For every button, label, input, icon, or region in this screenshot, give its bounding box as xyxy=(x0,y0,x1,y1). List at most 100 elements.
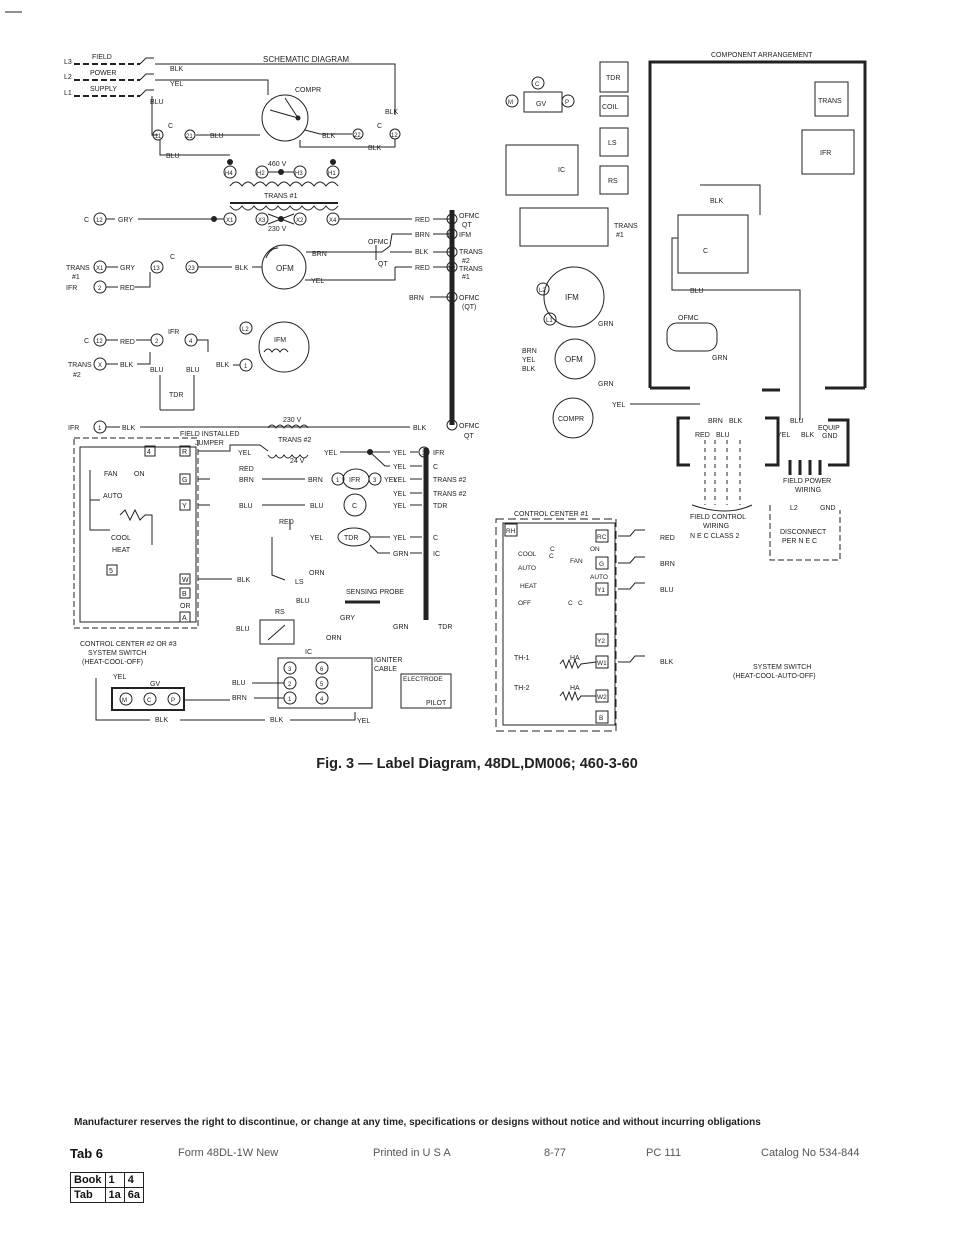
compressor-symbol: COMPR BLK C 11 21 BLU BLK 22 12 C BLK BL… xyxy=(152,87,401,160)
svg-text:YEL: YEL xyxy=(238,450,251,457)
svg-text:ORN: ORN xyxy=(326,635,342,642)
svg-text:RED: RED xyxy=(695,432,710,439)
svg-text:TRANS: TRANS xyxy=(66,265,90,272)
svg-text:L3: L3 xyxy=(64,59,72,66)
svg-text:1: 1 xyxy=(336,478,340,484)
svg-text:H2: H2 xyxy=(257,171,265,177)
svg-text:RC: RC xyxy=(597,534,607,541)
svg-text:(HEAT-COOL-OFF): (HEAT-COOL-OFF) xyxy=(82,659,143,666)
svg-text:TRANS #2: TRANS #2 xyxy=(278,437,312,444)
transformer-1: 460 V H4 H2 H3 H1 TRANS #1 X1 X3 X2 X4 2… xyxy=(223,159,340,233)
control-center-2: FIELD INSTALLED JUMPER 4 R G Y W B OR A … xyxy=(73,431,269,666)
svg-text:OFMC: OFMC xyxy=(459,295,480,302)
svg-text:L2: L2 xyxy=(64,74,72,81)
svg-text:SUPPLY: SUPPLY xyxy=(90,86,117,93)
svg-text:C: C xyxy=(433,535,438,542)
svg-text:Y2: Y2 xyxy=(597,638,605,645)
svg-text:TDR: TDR xyxy=(606,75,620,82)
svg-text:TRANS #2: TRANS #2 xyxy=(433,477,467,484)
svg-text:COMPR: COMPR xyxy=(558,416,584,423)
svg-text:A: A xyxy=(182,615,187,622)
left-terminals: C 12 GRY RED TRANS #1 IFR X1 2 GRY 13 23… xyxy=(66,212,450,302)
svg-text:C: C xyxy=(550,546,555,553)
svg-text:OFMC: OFMC xyxy=(678,315,699,322)
svg-text:C: C xyxy=(535,82,540,88)
svg-text:OFMC: OFMC xyxy=(459,423,480,430)
svg-text:X: X xyxy=(98,363,102,369)
svg-text:GND: GND xyxy=(822,433,838,440)
svg-text:COOL: COOL xyxy=(111,535,131,542)
svg-text:SYSTEM SWITCH: SYSTEM SWITCH xyxy=(753,664,811,671)
svg-text:R: R xyxy=(182,449,187,456)
svg-text:BRN: BRN xyxy=(308,477,323,484)
footer-printed: Printed in U S A xyxy=(373,1147,451,1159)
svg-text:L1: L1 xyxy=(546,318,553,324)
svg-text:L2: L2 xyxy=(790,505,798,512)
svg-text:C: C xyxy=(549,553,554,560)
svg-text:Y1: Y1 xyxy=(597,587,605,594)
svg-text:BLU: BLU xyxy=(166,153,180,160)
svg-text:IC: IC xyxy=(433,551,440,558)
svg-text:YEL: YEL xyxy=(357,718,370,725)
svg-text:IFM: IFM xyxy=(274,337,286,344)
ifm-ifr-circuit: C 12 RED 2 4 IFR TRANS #2 X BLK BLU BLU … xyxy=(68,321,427,434)
svg-text:LS: LS xyxy=(295,579,304,586)
svg-text:TH-1: TH-1 xyxy=(514,655,530,662)
svg-text:230 V: 230 V xyxy=(268,226,287,233)
svg-text:X4: X4 xyxy=(329,218,337,224)
svg-text:RED: RED xyxy=(239,466,254,473)
wiring-diagram: SCHEMATIC DIAGRAM L3 L2 L1 FIELD POWER S… xyxy=(5,11,867,732)
svg-text:BLK: BLK xyxy=(216,362,230,369)
svg-text:ON: ON xyxy=(590,546,600,553)
svg-text:IFR: IFR xyxy=(66,285,77,292)
svg-text:C: C xyxy=(168,123,173,130)
svg-text:L1: L1 xyxy=(64,90,72,97)
svg-text:BLK: BLK xyxy=(270,717,284,724)
svg-text:IFR: IFR xyxy=(433,450,444,457)
svg-text:FIELD POWER: FIELD POWER xyxy=(783,478,831,485)
svg-text:4: 4 xyxy=(147,449,151,456)
svg-text:BLK: BLK xyxy=(729,418,743,425)
svg-text:C: C xyxy=(147,698,152,704)
svg-text:1: 1 xyxy=(288,697,292,703)
svg-text:YEL: YEL xyxy=(393,535,406,542)
svg-text:OFMC: OFMC xyxy=(368,239,389,246)
svg-text:RS: RS xyxy=(275,609,285,616)
ifm-motor xyxy=(258,321,310,373)
tab-value-1: 1a xyxy=(104,1187,125,1203)
svg-text:12: 12 xyxy=(391,133,398,139)
svg-text:3: 3 xyxy=(288,667,292,673)
svg-text:QT: QT xyxy=(378,261,388,268)
svg-text:YEL: YEL xyxy=(384,477,397,484)
svg-text:IFM: IFM xyxy=(565,293,579,302)
svg-text:GRN: GRN xyxy=(712,355,728,362)
svg-text:RS: RS xyxy=(608,178,618,185)
svg-text:BLK: BLK xyxy=(415,249,429,256)
svg-text:G: G xyxy=(599,561,604,568)
svg-text:BLU: BLU xyxy=(716,432,730,439)
component-arrangement: COMPONENT ARRANGEMENT TRANS IFR BLK C BL… xyxy=(648,52,867,420)
svg-text:4: 4 xyxy=(189,339,193,345)
control-center-1: CONTROL CENTER #1 RH RC G Y1 Y2 W1 W2 B … xyxy=(495,511,675,732)
svg-text:COOL: COOL xyxy=(518,551,537,558)
svg-text:M: M xyxy=(508,100,513,106)
svg-text:OFMC: OFMC xyxy=(459,213,480,220)
svg-text:C: C xyxy=(433,464,438,471)
svg-text:13: 13 xyxy=(153,266,160,272)
svg-text:IFR: IFR xyxy=(349,477,360,484)
footer-date: 8-77 xyxy=(544,1147,567,1159)
svg-text:GRN: GRN xyxy=(598,381,614,388)
svg-text:YEL: YEL xyxy=(777,432,790,439)
svg-text:X2: X2 xyxy=(448,266,456,272)
svg-text:DISCONNECT: DISCONNECT xyxy=(780,529,827,536)
svg-text:M: M xyxy=(122,698,127,704)
field-power-supply: L3 L2 L1 FIELD POWER SUPPLY BLK YEL BLU xyxy=(64,54,396,136)
relay-coils: BRN 1 IFR 3 YEL YEL YEL TRANS #2 TRANS #… xyxy=(236,451,467,645)
svg-text:IFR: IFR xyxy=(820,150,831,157)
svg-text:RED: RED xyxy=(415,265,430,272)
svg-text:FAN: FAN xyxy=(104,471,118,478)
svg-text:TRANS: TRANS xyxy=(68,362,92,369)
ofm-motor xyxy=(261,244,307,290)
book-value-1: 1 xyxy=(104,1172,125,1188)
svg-text:JUMPER: JUMPER xyxy=(195,440,224,447)
